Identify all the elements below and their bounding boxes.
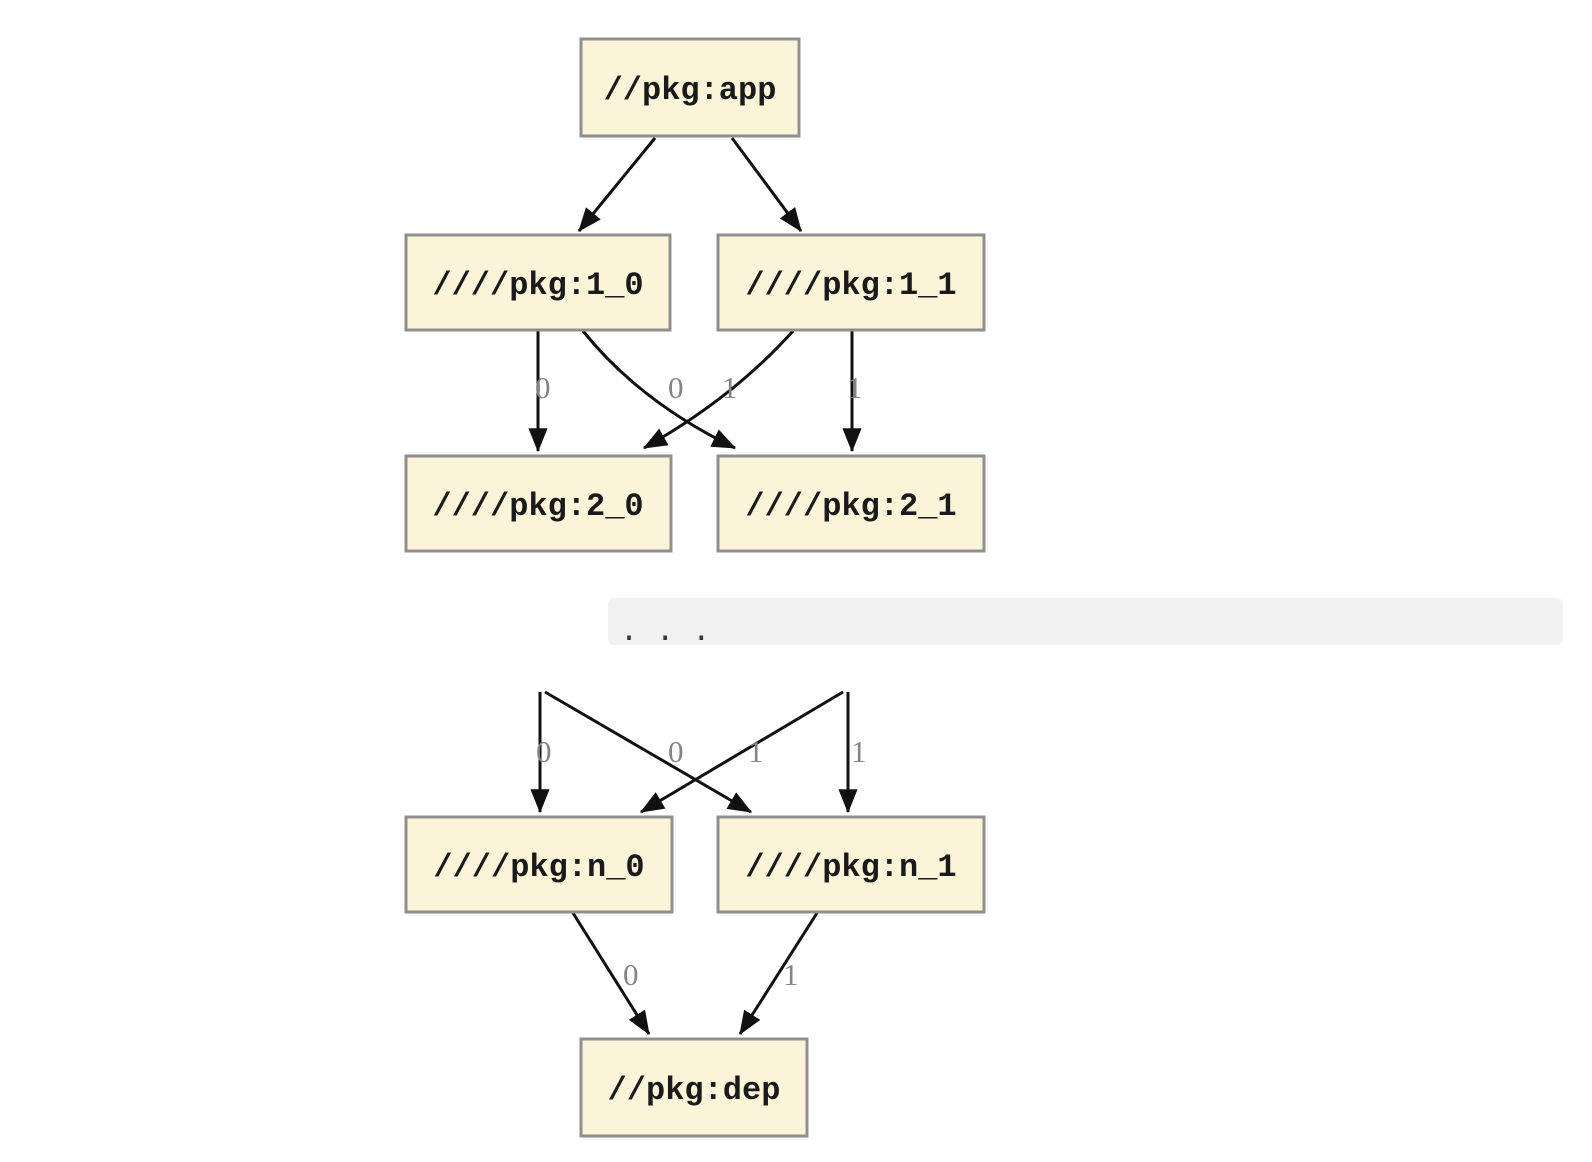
node-pkg-1-0-box (404, 233, 672, 332)
edge-label-1-1-to-2-1: 1 (847, 370, 863, 405)
node-pkg-1-1: ////pkg:1_1 (716, 233, 986, 332)
edge-1-0-to-2-1 (581, 330, 737, 450)
node-pkg-1-1-label: ////pkg:1_1 (745, 267, 956, 304)
edge-label-n-1-to-dep: 1 (783, 957, 799, 992)
ellipsis-text: . . . (620, 613, 710, 648)
edge-label-hidden-to-n-1-cross: 1 (748, 734, 764, 769)
node-pkg-1-1-box (716, 233, 986, 332)
edge-n-1-to-dep (738, 912, 819, 1036)
node-pkg-n-1-box (716, 815, 986, 914)
edge-label-hidden-to-n-0: 0 (536, 734, 552, 769)
node-pkg-n-0: ////pkg:n_0 (404, 815, 674, 914)
node-pkg-2-1-label: ////pkg:2_1 (745, 488, 956, 525)
ellipsis-band: . . . (608, 598, 1563, 648)
edge-label-1-0-to-2-1: 1 (722, 370, 738, 405)
edge-hidden-to-n-0-cross (639, 690, 844, 814)
node-pkg-app-label: //pkg:app (604, 72, 777, 109)
edge-app-to-1-0 (577, 137, 657, 232)
node-pkg-n-0-label: ////pkg:n_0 (433, 849, 644, 886)
edge-label-n-0-to-dep: 0 (623, 957, 639, 992)
node-pkg-2-0-box (404, 454, 673, 553)
node-pkg-2-1: ////pkg:2_1 (716, 454, 986, 553)
node-pkg-app: //pkg:app (579, 37, 801, 138)
nodes: //pkg:app ////pkg:1_0 ////pkg:1_1 ////pk… (404, 37, 986, 1138)
node-pkg-1-0: ////pkg:1_0 (404, 233, 672, 332)
node-pkg-dep: //pkg:dep (579, 1037, 809, 1138)
edge-label-hidden-to-n-1: 1 (851, 734, 867, 769)
node-pkg-2-0: ////pkg:2_0 (404, 454, 673, 553)
node-pkg-n-1-label: ////pkg:n_1 (745, 849, 956, 886)
edges (528, 137, 862, 1036)
node-pkg-2-0-label: ////pkg:2_0 (432, 488, 643, 525)
edge-1-1-to-2-0 (642, 329, 795, 450)
node-pkg-app-box (579, 37, 801, 138)
node-pkg-n-0-box (404, 815, 674, 914)
edge-n-0-to-dep (571, 912, 651, 1036)
edge-label-1-1-to-2-0: 0 (668, 370, 684, 405)
node-pkg-1-0-label: ////pkg:1_0 (432, 267, 643, 304)
node-pkg-n-1: ////pkg:n_1 (716, 815, 986, 914)
edge-labels: 0 0 1 1 0 0 1 1 0 1 (535, 370, 867, 992)
node-pkg-dep-box (579, 1037, 809, 1138)
edge-label-hidden-to-n-0-cross: 0 (668, 734, 684, 769)
node-pkg-dep-label: //pkg:dep (608, 1072, 781, 1109)
ellipsis-band-bg (608, 598, 1563, 645)
node-pkg-2-1-box (716, 454, 986, 553)
edge-app-to-1-1 (730, 137, 803, 232)
edge-label-1-0-to-2-0: 0 (535, 370, 551, 405)
edge-hidden-to-n-1-cross (544, 690, 753, 814)
